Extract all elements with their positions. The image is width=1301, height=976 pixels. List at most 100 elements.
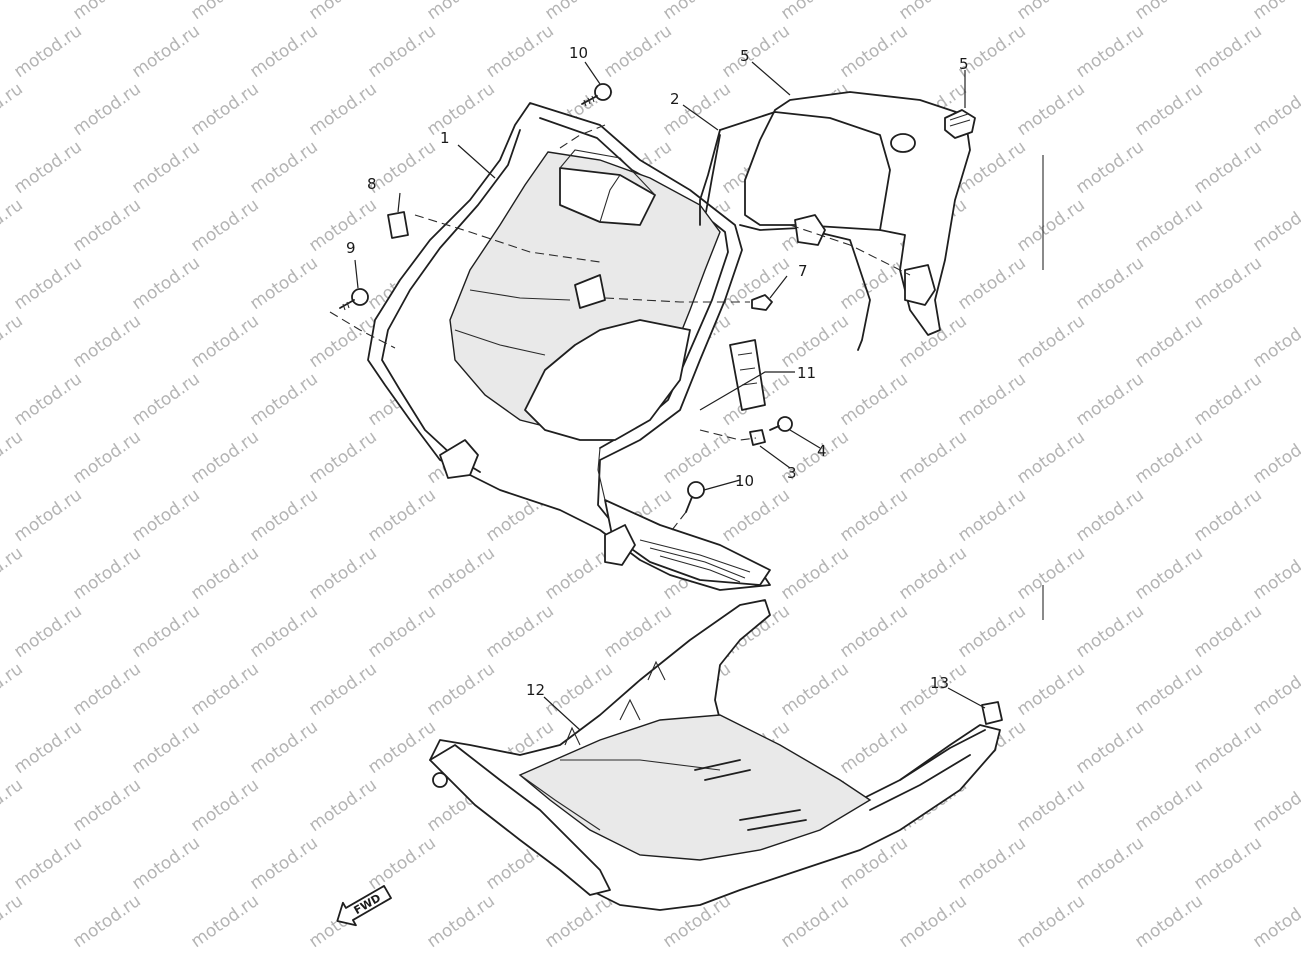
watermark-text: motod.ru — [305, 195, 380, 256]
screw-10-lower — [685, 481, 705, 513]
watermark-text: motod.ru — [895, 0, 970, 24]
watermark-text: motod.ru — [0, 79, 27, 140]
callout-3: 3 — [787, 464, 797, 482]
watermark-text: motod.ru — [10, 717, 85, 778]
watermark-text: motod.ru — [246, 253, 321, 314]
watermark-text: motod.ru — [69, 891, 144, 952]
callout-8: 8 — [367, 175, 377, 193]
watermark-text: motod.ru — [1249, 543, 1301, 604]
watermark-text: motod.ru — [1190, 833, 1265, 894]
watermark-text: motod.ru — [187, 311, 262, 372]
watermark-text: motod.ru — [1131, 79, 1206, 140]
watermark-text: motod.ru — [423, 891, 498, 952]
callout-10-upper: 10 — [569, 44, 588, 62]
watermark-text: motod.ru — [423, 543, 498, 604]
watermark-text: motod.ru — [1013, 775, 1088, 836]
grommet-5 — [944, 109, 976, 139]
watermark-text: motod.ru — [246, 21, 321, 82]
watermark-text: motod.ru — [128, 253, 203, 314]
watermark-text: motod.ru — [69, 311, 144, 372]
watermark-text: motod.ru — [1013, 891, 1088, 952]
watermark-text: motod.ru — [1249, 427, 1301, 488]
watermark-text: motod.ru — [69, 659, 144, 720]
watermark-text: motod.ru — [69, 427, 144, 488]
watermark-text: motod.ru — [364, 21, 439, 82]
watermark-text: motod.ru — [128, 717, 203, 778]
watermark-text: motod.ru — [1249, 311, 1301, 372]
nut-3 — [749, 429, 766, 446]
callout-2: 2 — [670, 90, 680, 108]
clip-13 — [981, 701, 1003, 725]
watermark-text: motod.ru — [0, 0, 27, 24]
assembly-lines — [329, 124, 911, 531]
watermark-text: motod.ru — [69, 543, 144, 604]
floor-panel-12 — [429, 599, 1001, 911]
watermark-text: motod.ru — [1190, 369, 1265, 430]
watermark-text: motod.ru — [659, 79, 734, 140]
watermark-text: motod.ru — [423, 79, 498, 140]
watermark-text: motod.ru — [836, 601, 911, 662]
watermark-text: motod.ru — [1131, 311, 1206, 372]
watermark-text: motod.ru — [1131, 427, 1206, 488]
watermark-text: motod.ru — [246, 833, 321, 894]
watermark-text: motod.ru — [1072, 717, 1147, 778]
watermark-text: motod.ru — [895, 427, 970, 488]
watermark-text: motod.ru — [1249, 79, 1301, 140]
watermark-text: motod.ru — [836, 21, 911, 82]
watermark-text: motod.ru — [1072, 833, 1147, 894]
watermark-text: motod.ru — [69, 79, 144, 140]
watermark-text: motod.ru — [246, 601, 321, 662]
watermark-text: motod.ru — [541, 0, 616, 24]
watermark-text: motod.ru — [954, 253, 1029, 314]
screw-4 — [777, 416, 793, 432]
watermark-text: motod.ru — [10, 21, 85, 82]
watermark-text: motod.ru — [1190, 717, 1265, 778]
watermark-text: motod.ru — [777, 543, 852, 604]
watermark-text: motod.ru — [305, 427, 380, 488]
watermark-text: motod.ru — [364, 717, 439, 778]
leader-lines — [354, 61, 986, 731]
watermark-text: motod.ru — [69, 775, 144, 836]
watermark-text: motod.ru — [0, 311, 27, 372]
watermark-text: motod.ru — [777, 0, 852, 24]
callout-13: 13 — [930, 674, 949, 692]
watermark-text: motod.ru — [1072, 601, 1147, 662]
watermark-text: motod.ru — [482, 21, 557, 82]
watermark-text: motod.ru — [246, 137, 321, 198]
watermark-text: motod.ru — [777, 311, 852, 372]
watermark-text: motod.ru — [128, 369, 203, 430]
watermark-text: motod.ru — [1190, 485, 1265, 546]
watermark-text: motod.ru — [246, 717, 321, 778]
screw-10-upper — [581, 83, 612, 107]
watermark-text: motod.ru — [718, 21, 793, 82]
watermark-text: motod.ru — [187, 427, 262, 488]
watermark-text: motod.ru — [1013, 427, 1088, 488]
fasteners — [339, 83, 1003, 725]
watermark-text: motod.ru — [128, 833, 203, 894]
watermark-text: motod.ru — [1072, 21, 1147, 82]
watermark-text: motod.ru — [364, 485, 439, 546]
watermark-text: motod.ru — [1013, 659, 1088, 720]
watermark-text: motod.ru — [1072, 369, 1147, 430]
grommet-7 — [751, 294, 773, 311]
watermark-text: motod.ru — [0, 427, 27, 488]
watermark-text: motod.ru — [1249, 0, 1301, 24]
watermark-text: motod.ru — [1249, 195, 1301, 256]
watermark-text: motod.ru — [1131, 891, 1206, 952]
callout-12: 12 — [526, 681, 545, 699]
watermark-text: motod.ru — [187, 775, 262, 836]
watermark-text: motod.ru — [1190, 601, 1265, 662]
watermark-text: motod.ru — [305, 0, 380, 24]
watermark-text: motod.ru — [1190, 21, 1265, 82]
watermark-text: motod.ru — [364, 601, 439, 662]
watermark-text: motod.ru — [305, 659, 380, 720]
watermark-text: motod.ru — [1013, 0, 1088, 24]
watermark-text: motod.ru — [718, 485, 793, 546]
watermark-text: motod.ru — [0, 543, 27, 604]
rear-cover-assembly — [699, 91, 971, 351]
callout-5-molding: 5 — [740, 47, 750, 65]
label-8 — [387, 211, 409, 239]
watermark-text: motod.ru — [423, 0, 498, 24]
watermark-text: motod.ru — [1249, 891, 1301, 952]
watermark-text: motod.ru — [246, 485, 321, 546]
